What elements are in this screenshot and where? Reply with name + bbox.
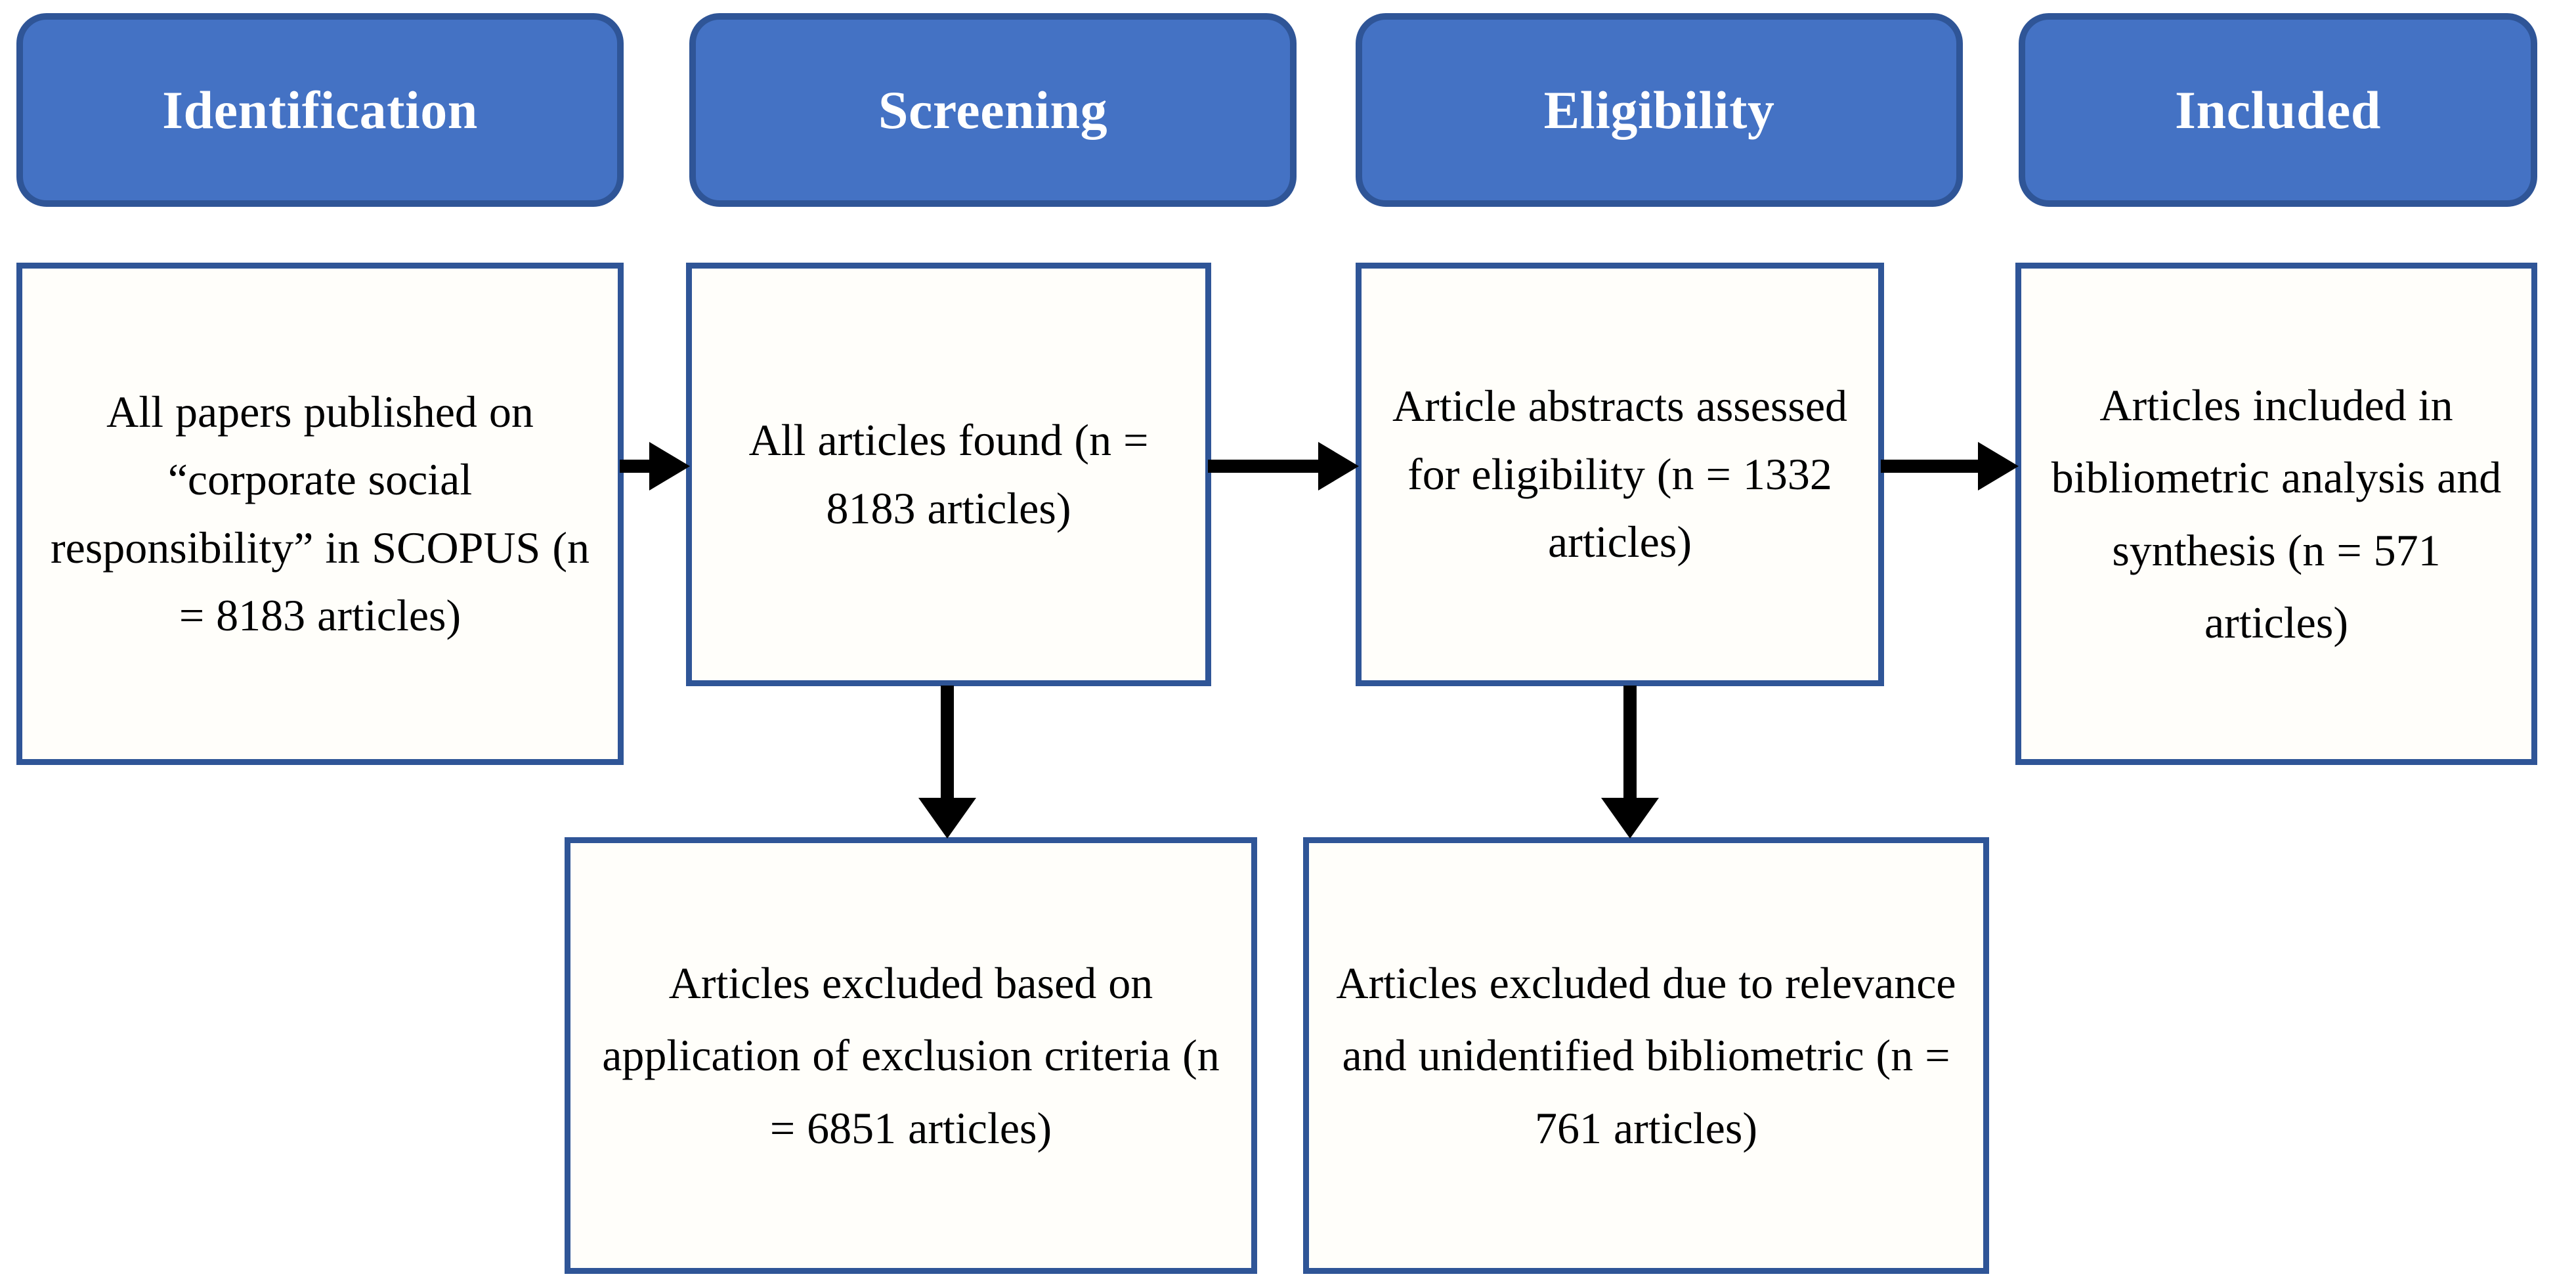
flow-box-excluded-criteria[interactable]: Articles excluded based on application o… — [565, 837, 1257, 1274]
stage-pill-included[interactable]: Included — [2019, 13, 2537, 207]
flow-box-excluded-relevance[interactable]: Articles excluded due to relevance and u… — [1303, 837, 1989, 1274]
flow-box-excluded-criteria-text: Articles excluded based on application o… — [602, 958, 1220, 1153]
flow-box-eligibility-text: Article abstracts assessed for eligibili… — [1392, 381, 1848, 567]
stage-label-eligibility: Eligibility — [1543, 79, 1775, 140]
flow-box-identification-text: All papers published on “corporate socia… — [51, 386, 590, 640]
stage-label-identification: Identification — [162, 79, 478, 140]
flow-box-excluded-relevance-text: Articles excluded due to relevance and u… — [1336, 958, 1956, 1153]
flow-box-included[interactable]: Articles included in bibliometric analys… — [2015, 263, 2537, 765]
stage-pill-screening[interactable]: Screening — [689, 13, 1297, 207]
flow-box-screening[interactable]: All articles found (n = 8183 articles) — [686, 263, 1211, 686]
stage-pill-identification[interactable]: Identification — [16, 13, 624, 207]
flow-box-identification[interactable]: All papers published on “corporate socia… — [16, 263, 624, 765]
stage-label-screening: Screening — [878, 79, 1108, 140]
stage-pill-eligibility[interactable]: Eligibility — [1356, 13, 1963, 207]
flow-box-eligibility[interactable]: Article abstracts assessed for eligibili… — [1356, 263, 1884, 686]
flow-box-included-text: Articles included in bibliometric analys… — [2051, 380, 2502, 647]
stage-label-included: Included — [2175, 79, 2381, 140]
flow-box-screening-text: All articles found (n = 8183 articles) — [748, 415, 1149, 533]
